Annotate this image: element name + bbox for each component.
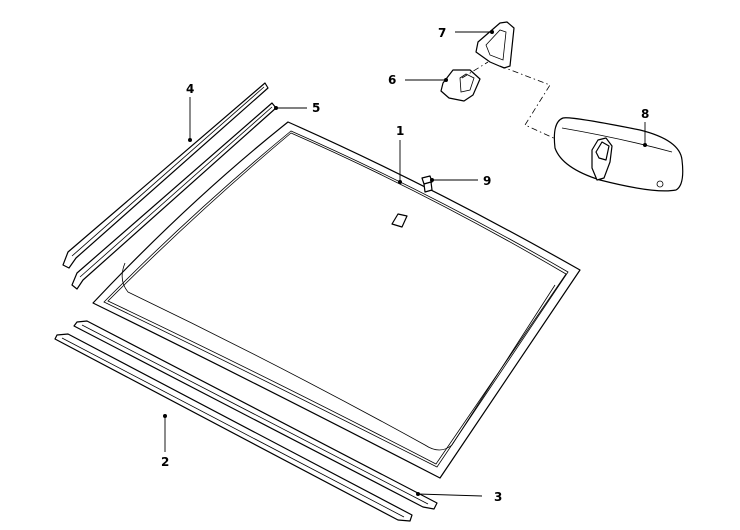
lower-molding-upper[interactable]	[73, 320, 438, 510]
callout-4: 4	[186, 82, 194, 96]
callout-3: 3	[494, 490, 502, 504]
rear-view-mirror[interactable]	[553, 117, 684, 192]
callout-8: 8	[641, 107, 649, 121]
callout-2: 2	[161, 455, 169, 469]
callout-7: 7	[438, 26, 446, 40]
callout-6: 6	[388, 73, 396, 87]
mirror-mount-cover[interactable]	[475, 21, 515, 69]
callout-1: 1	[396, 124, 404, 138]
assembly-guide-lines	[461, 61, 559, 141]
lower-molding-lower[interactable]	[54, 333, 413, 522]
windshield-glass[interactable]	[92, 121, 581, 479]
callout-labels: 1 2 3 4 5 6 7 8 9	[161, 26, 649, 504]
mirror-base-bracket[interactable]	[440, 69, 481, 102]
callout-5: 5	[312, 101, 320, 115]
callout-9: 9	[483, 174, 491, 188]
leader-lines	[163, 30, 647, 497]
side-molding-outer[interactable]	[62, 82, 269, 269]
